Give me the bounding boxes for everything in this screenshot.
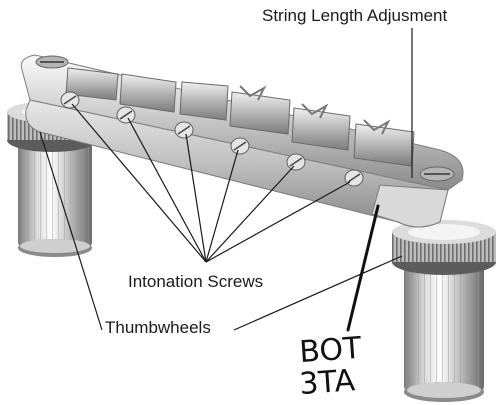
leader-intonation-5	[205, 165, 295, 263]
leader-intonation-3	[185, 133, 207, 263]
leader-intonation-2	[127, 117, 207, 263]
handwritten-text-line1: BOT	[298, 331, 363, 370]
leader-thumbwheel-left	[39, 131, 103, 331]
leader-intonation-4	[205, 149, 239, 263]
leader-intonation-6	[205, 181, 351, 263]
label-string-length-adjustment: String Length Adjusment	[262, 6, 448, 25]
left-post	[18, 140, 92, 257]
handwritten-text-line2: 3TA	[298, 363, 356, 402]
handwritten-annotation: BOT 3TA	[298, 204, 380, 402]
saddles	[65, 67, 415, 167]
right-thumbwheel	[392, 220, 496, 275]
label-intonation-screws: Intonation Screws	[128, 272, 264, 291]
leader-intonation-1	[71, 103, 207, 263]
label-thumbwheels: Thumbwheels	[105, 318, 211, 337]
right-post	[404, 262, 484, 402]
leader-thumbwheel-right	[233, 255, 403, 331]
